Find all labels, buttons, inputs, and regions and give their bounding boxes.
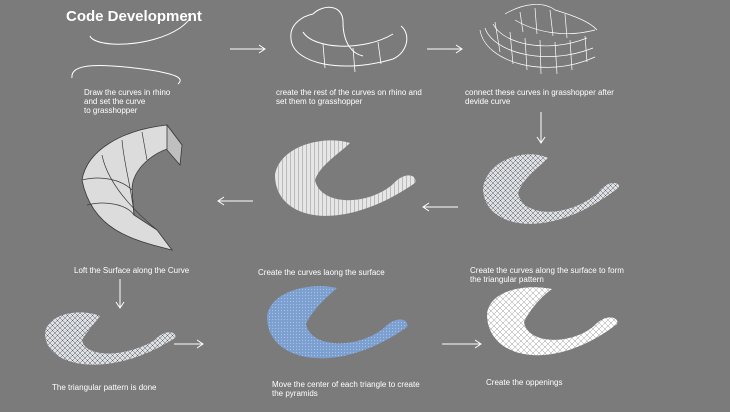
arrow-right-icon	[440, 339, 484, 349]
page-title: Code Development	[66, 8, 202, 25]
step-8-pyramid-surface	[262, 282, 412, 377]
step-1-curves-drawing	[60, 8, 210, 88]
step-3-caption: connect these curves in grasshopper afte…	[465, 88, 614, 106]
step-1-caption: Draw the curves in rhino and set the cur…	[84, 88, 171, 115]
arrow-down-icon	[115, 277, 125, 311]
arrow-left-icon	[420, 202, 460, 212]
arrow-right-icon	[425, 44, 465, 54]
step-7-caption: The triangular pattern is done	[52, 383, 157, 392]
arrow-down-icon	[536, 110, 546, 146]
step-5-caption: Create the curves laong the surface	[258, 268, 385, 277]
step-4-triangulated-surface	[478, 148, 628, 243]
step-6-caption: Loft the Surface along the Curve	[74, 266, 190, 275]
step-3-dense-wireframe	[475, 2, 605, 84]
step-4-caption: Create the curves along the surface to f…	[470, 266, 624, 284]
step-8-caption: Move the center of each triangle to crea…	[272, 380, 420, 398]
step-9-openings-surface	[482, 284, 622, 374]
step-5-curved-surface	[270, 135, 420, 235]
arrow-right-icon	[172, 339, 206, 349]
step-2-wireframe	[283, 4, 413, 84]
step-6-lofted-surface	[72, 120, 202, 255]
step-2-caption: create the rest of the curves on rhino a…	[276, 88, 422, 106]
arrow-left-icon	[215, 196, 255, 206]
step-7-triangular-pattern	[40, 308, 180, 378]
step-9-caption: Create the oppenings	[486, 378, 563, 387]
arrow-right-icon	[228, 44, 268, 54]
